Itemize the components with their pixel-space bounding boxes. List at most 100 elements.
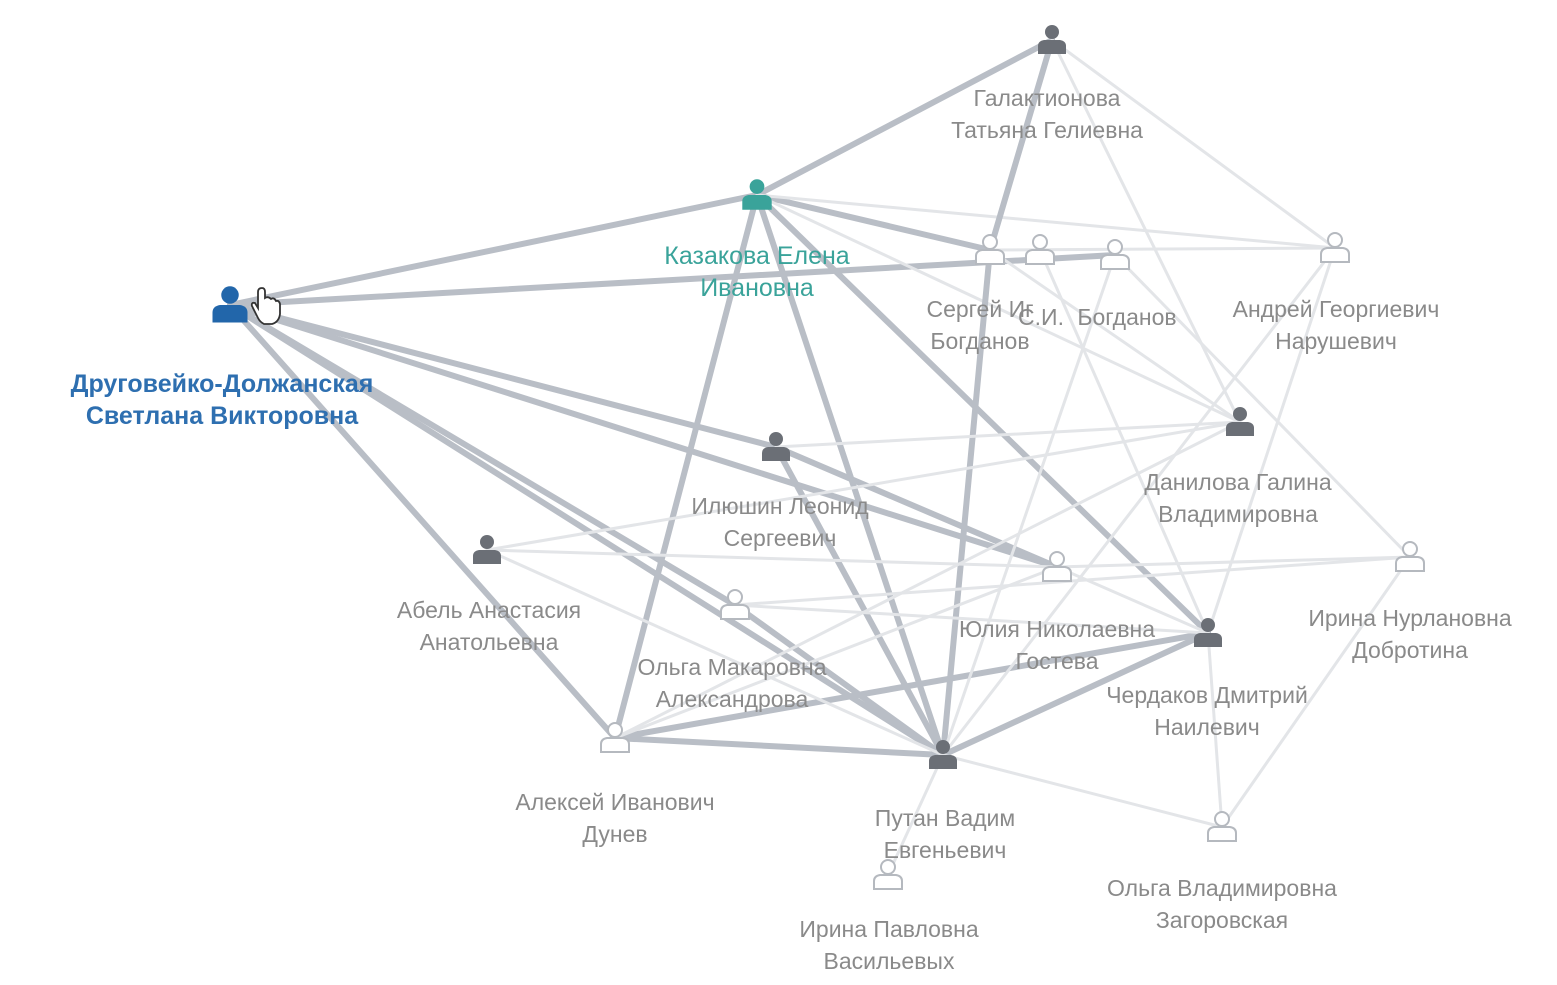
edge-n1-n12: [227, 302, 1060, 570]
node-label-line2: Ивановна: [700, 274, 814, 302]
edge-n11-n14: [733, 555, 1412, 607]
person-icon[interactable]: [873, 859, 903, 890]
node-label-line1: Друговейко-Должанская: [70, 370, 374, 398]
edge-n11-n16: [732, 602, 946, 758]
person-icon[interactable]: [212, 286, 248, 323]
edge-n2-n13: [754, 192, 1211, 636]
edge-n2-n3: [754, 37, 1055, 198]
node-label-line2: Нарушевич: [1275, 328, 1397, 354]
node-label-line1: Казакова Елена: [664, 242, 850, 270]
edge-n4-n8: [988, 248, 1242, 424]
edge-n2-n4: [754, 192, 993, 253]
node-label-line2: Богданов: [930, 328, 1030, 354]
node-label-line2: Наилевич: [1154, 714, 1260, 740]
node-label-line1: Галактионова: [973, 85, 1121, 111]
edge-n16-n18: [886, 753, 945, 877]
edge-n12-n13: [1055, 565, 1210, 635]
person-icon[interactable]: [1025, 234, 1055, 265]
edge-n2-n16: [754, 192, 946, 758]
person-icon[interactable]: [762, 432, 790, 461]
person-icon[interactable]: [1320, 232, 1350, 263]
edge-n15-n13: [612, 630, 1211, 741]
node-label-line2: Александрова: [655, 686, 809, 712]
edge-n15-n12: [613, 565, 1059, 740]
edge-n12-n14: [1055, 555, 1412, 569]
node-label[interactable]: Сергей Иг Богданов: [926, 293, 1033, 357]
person-icon[interactable]: [1395, 541, 1425, 572]
node-label[interactable]: С.И.: [1018, 301, 1064, 333]
edge-n14-n17: [1220, 555, 1412, 829]
node-label-line2: Владимировна: [1158, 501, 1318, 527]
edge-n6-n16: [941, 253, 1117, 757]
edge-n9-n12: [773, 444, 1060, 570]
node-label-line2: Анатольевна: [419, 629, 559, 655]
edge-n13-n17: [1206, 631, 1224, 829]
node-label-line1: Андрей Георгиевич: [1232, 296, 1440, 322]
edge-n2-n8: [755, 193, 1242, 424]
node-label[interactable]: Богданов: [1077, 301, 1176, 333]
edge-n16-n17: [941, 753, 1224, 829]
edges-layer: [227, 37, 1412, 877]
person-icon[interactable]: [742, 179, 772, 210]
edge-n16-n4: [940, 247, 993, 758]
node-label-line1: Данилова Галина: [1144, 469, 1332, 495]
edge-n2-n7: [755, 193, 1337, 250]
nodes-layer: [212, 25, 1425, 890]
node-label-line1: Ирина Павловна: [799, 916, 979, 942]
edge-n1-n2: [227, 192, 760, 308]
node-label-line1: Ольга Владимировна: [1107, 875, 1337, 901]
person-icon[interactable]: [473, 535, 501, 564]
edge-n1-n16: [227, 302, 946, 758]
node-label-line1: Богданов: [1077, 304, 1177, 330]
edge-n1-n15: [227, 302, 618, 741]
node-label-line1: Ирина Нурлановна: [1308, 605, 1512, 631]
node-label-line2: Сергеевич: [723, 525, 837, 551]
node-label-line2: Татьяна Гелиевна: [951, 117, 1143, 143]
node-label-line2: Светлана Викторовна: [85, 402, 359, 430]
node-label-line2: Евгеньевич: [883, 837, 1007, 863]
person-icon[interactable]: [1100, 239, 1130, 270]
person-icon[interactable]: [1194, 618, 1222, 647]
node-label-line2: Дунев: [582, 821, 648, 847]
node-label-line1: Сергей Иг: [926, 296, 1034, 322]
node-label-line1: Абель Анастасия: [396, 597, 582, 623]
hand-cursor-icon: [250, 287, 281, 325]
person-icon[interactable]: [929, 740, 957, 769]
node-label-line2: Гостева: [1015, 648, 1099, 674]
person-icon[interactable]: [1207, 811, 1237, 842]
edge-n9-n8: [774, 420, 1242, 449]
edge-n10-n16: [485, 548, 945, 757]
person-icon[interactable]: [720, 589, 750, 620]
person-icon[interactable]: [600, 722, 630, 753]
person-icon[interactable]: [975, 234, 1005, 265]
node-label-line1: Алексей Иванович: [515, 789, 715, 815]
node-label-line1: Чердаков Дмитрий: [1106, 682, 1308, 708]
edge-n5-n13: [1038, 248, 1210, 635]
edge-n9-n16: [773, 444, 946, 758]
person-icon[interactable]: [1038, 25, 1066, 54]
node-label-line2: Васильевых: [823, 948, 955, 974]
node-label-line1: С.И.: [1018, 304, 1064, 330]
edge-n16-n13: [940, 630, 1211, 758]
edge-n3-n8: [1050, 38, 1242, 424]
person-icon[interactable]: [1042, 551, 1072, 582]
edge-n3-n4: [987, 37, 1055, 253]
node-label-line1: Илюшин Леонид: [691, 493, 869, 519]
person-icon[interactable]: [1226, 407, 1254, 436]
edge-n10-n12: [485, 548, 1059, 569]
